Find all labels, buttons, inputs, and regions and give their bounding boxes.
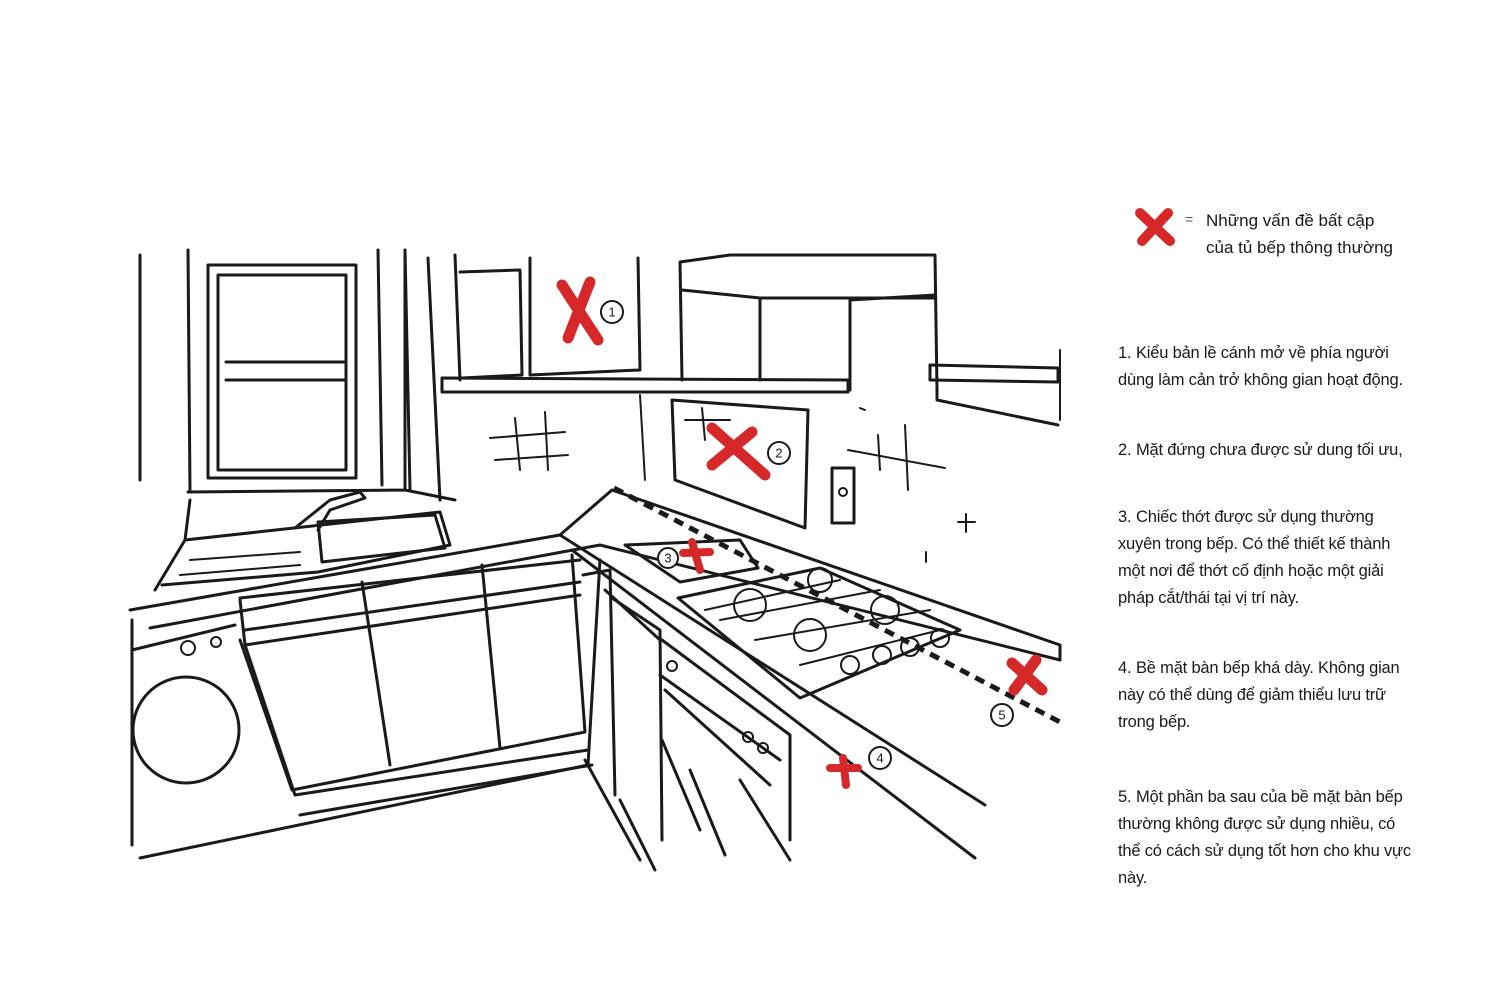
- note-text: Mặt đứng chưa được sử dung tối ưu,: [1136, 441, 1403, 459]
- note-number: 2.: [1118, 441, 1132, 459]
- note-4: 4.Bề mặt bàn bếp khá dày. Không gian này…: [1118, 655, 1418, 736]
- legend-equals: =: [1185, 211, 1194, 227]
- note-number: 1.: [1118, 344, 1132, 362]
- note-number: 5.: [1118, 788, 1132, 806]
- note-text: Kiểu bản lề cánh mở về phía người dùng l…: [1118, 344, 1403, 389]
- marker-3-label: 3: [664, 551, 671, 566]
- note-5: 5.Một phần ba sau của bề mặt bàn bếp thư…: [1118, 784, 1418, 892]
- problem-marker-5: 5: [990, 654, 1048, 727]
- problem-marker-2: 2: [706, 422, 791, 481]
- problem-marker-3: 3: [657, 538, 714, 574]
- problem-marker-1: 1: [556, 276, 624, 346]
- countertop: [128, 488, 1062, 860]
- note-text: Bề mặt bàn bếp khá dày. Không gian này c…: [1118, 659, 1400, 731]
- note-text: Chiếc thớt được sử dụng thường xuyên tro…: [1118, 508, 1391, 607]
- note-number: 3.: [1118, 508, 1132, 526]
- note-number: 4.: [1118, 659, 1132, 677]
- marker-2-label: 2: [775, 446, 782, 461]
- wall-tiles: [489, 349, 1061, 563]
- marker-5-label: 5: [998, 708, 1005, 723]
- legend: = Những vấn đề bất cập của tủ bếp thông …: [1130, 205, 1393, 295]
- note-3: 3.Chiếc thớt được sử dụng thường xuyên t…: [1118, 504, 1418, 612]
- note-2: 2.Mặt đứng chưa được sử dung tối ưu,: [1118, 437, 1418, 464]
- x-mark-icon: [1135, 208, 1175, 246]
- window: [138, 248, 457, 542]
- problem-marker-4: 4: [826, 746, 892, 789]
- lower-cabinets: [130, 553, 792, 872]
- marker-1-label: 1: [608, 305, 615, 320]
- legend-description: Những vấn đề bất cập của tủ bếp thông th…: [1206, 211, 1393, 257]
- marker-4-label: 4: [876, 751, 883, 766]
- note-1: 1.Kiểu bản lề cánh mở về phía người dùng…: [1118, 340, 1418, 394]
- upper-cabinets: [426, 253, 1060, 502]
- note-text: Một phần ba sau của bề mặt bàn bếp thườn…: [1118, 788, 1411, 887]
